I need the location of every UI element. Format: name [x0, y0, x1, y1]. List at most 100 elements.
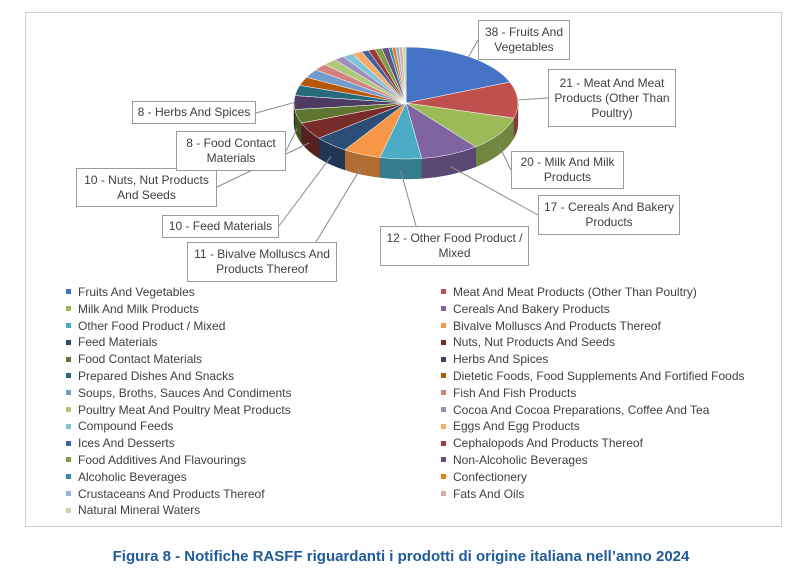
legend-label: Herbs And Spices	[453, 352, 549, 367]
legend-label: Confectionery	[453, 469, 528, 484]
legend-swatch	[66, 474, 71, 480]
legend-item-13: Fish And Fish Products	[441, 385, 576, 401]
legend-item-18: Ices And Desserts	[66, 435, 175, 451]
legend-label: Cephalopods And Products Thereof	[453, 436, 643, 451]
legend-item-9: Herbs And Spices	[441, 351, 548, 367]
legend-label: Alcoholic Beverages	[78, 469, 187, 484]
legend-item-12: Soups, Broths, Sauces And Condiments	[66, 385, 291, 401]
legend-swatch	[66, 356, 71, 362]
legend-label: Natural Mineral Waters	[78, 503, 201, 518]
legend-label: Other Food Product / Mixed	[78, 318, 226, 333]
legend-label: Non-Alcoholic Beverages	[453, 453, 588, 467]
leader-line-9	[255, 102, 295, 114]
legend-label: Bivalve Molluscs And Products Thereof	[453, 318, 661, 333]
figure-caption: Figura 8 - Notifiche RASFF riguardanti i…	[112, 548, 690, 565]
legend-label: Prepared Dishes And Snacks	[78, 369, 235, 383]
leader-line-6	[278, 156, 332, 227]
callout-fruits-vegetables: 38 - Fruits And Vegetables	[478, 20, 570, 60]
legend-swatch	[441, 322, 446, 328]
legend-swatch	[441, 390, 446, 396]
legend-label: Fats And Oils	[453, 486, 525, 501]
legend-item-10: Prepared Dishes And Snacks	[66, 368, 234, 384]
legend-item-21: Non-Alcoholic Beverages	[441, 452, 588, 468]
legend-label: Feed Materials	[78, 335, 158, 350]
legend-swatch	[66, 339, 71, 345]
legend-label: Nuts, Nut Products And Seeds	[453, 335, 616, 350]
legend-swatch	[441, 440, 446, 446]
legend-swatch	[66, 490, 71, 496]
legend-item-16: Compound Feeds	[66, 418, 173, 434]
legend-swatch	[441, 457, 446, 463]
legend-item-4: Other Food Product / Mixed	[66, 318, 225, 334]
callout-bivalve: 11 - Bivalve Molluscs And Products There…	[187, 242, 337, 282]
callout-cereals: 17 - Cereals And Bakery Products	[538, 195, 680, 235]
legend-swatch	[66, 440, 71, 446]
legend-item-3: Cereals And Bakery Products	[441, 301, 610, 317]
legend-swatch	[441, 423, 446, 429]
leader-line-5	[315, 166, 363, 243]
legend-swatch	[66, 423, 71, 429]
callout-food-contact: 8 - Food Contact Materials	[176, 131, 286, 171]
callout-nuts: 10 - Nuts, Nut Products And Seeds	[76, 168, 217, 207]
callout-milk: 20 - Milk And Milk Products	[511, 151, 624, 189]
pie-chart	[216, 39, 549, 243]
legend-swatch	[441, 289, 446, 295]
chart-frame: 38 - Fruits And Vegetables 21 - Meat And…	[25, 12, 782, 527]
legend-label: Cocoa And Cocoa Preparations, Coffee And…	[453, 402, 710, 417]
pie-slice-26	[402, 46, 407, 104]
legend-item-14: Poultry Meat And Poultry Meat Products	[66, 402, 291, 418]
legend-item-1: Meat And Meat Products (Other Than Poult…	[441, 284, 697, 300]
leader-line-4	[400, 170, 417, 227]
leader-line-3	[450, 166, 539, 216]
legend-label: Food Additives And Flavourings	[78, 453, 247, 467]
legend-swatch	[66, 390, 71, 396]
legend-label: Ices And Desserts	[78, 436, 175, 451]
leader-line-1	[517, 97, 549, 101]
legend-swatch	[441, 373, 446, 379]
legend-swatch	[66, 322, 71, 328]
legend-swatch	[66, 457, 71, 463]
leader-line-2	[498, 145, 512, 171]
legend-label: Meat And Meat Products (Other Than Poult…	[453, 285, 697, 299]
legend-swatch	[66, 306, 71, 312]
callout-herbs: 8 - Herbs And Spices	[132, 101, 256, 124]
legend-swatch	[441, 490, 446, 496]
legend-item-19: Cephalopods And Products Thereof	[441, 435, 643, 451]
legend-swatch	[441, 339, 446, 345]
legend-label: Food Contact Materials	[78, 352, 203, 367]
legend-label: Fruits And Vegetables	[78, 285, 195, 299]
legend-item-24: Crustaceans And Products Thereof	[66, 486, 265, 502]
pie-slice-1	[405, 81, 519, 119]
legend-label: Poultry Meat And Poultry Meat Products	[78, 402, 291, 417]
legend-swatch	[66, 289, 71, 295]
leader-line-8	[285, 128, 298, 152]
legend-item-0: Fruits And Vegetables	[66, 284, 195, 300]
legend-item-8: Food Contact Materials	[66, 351, 202, 367]
legend-item-17: Eggs And Egg Products	[441, 418, 580, 434]
pie-slice-side-4	[379, 157, 422, 180]
legend-item-26: Natural Mineral Waters	[66, 502, 200, 518]
callout-other-food: 12 - Other Food Product / Mixed	[380, 226, 529, 266]
legend-item-23: Confectionery	[441, 469, 527, 485]
legend-item-7: Nuts, Nut Products And Seeds	[441, 334, 615, 350]
legend-label: Cereals And Bakery Products	[453, 301, 610, 316]
legend-item-5: Bivalve Molluscs And Products Thereof	[441, 318, 661, 334]
legend-label: Crustaceans And Products Thereof	[78, 486, 265, 501]
legend-swatch	[66, 373, 71, 379]
legend-label: Milk And Milk Products	[78, 301, 199, 316]
pie-slice-0	[405, 46, 511, 104]
legend-item-15: Cocoa And Cocoa Preparations, Coffee And…	[441, 402, 709, 418]
legend-item-22: Alcoholic Beverages	[66, 469, 187, 485]
legend-label: Dietetic Foods, Food Supplements And For…	[453, 369, 745, 383]
legend-swatch	[441, 474, 446, 480]
legend-item-20: Food Additives And Flavourings	[66, 452, 246, 468]
legend-item-2: Milk And Milk Products	[66, 301, 199, 317]
legend-label: Soups, Broths, Sauces And Condiments	[78, 385, 292, 400]
legend-label: Compound Feeds	[78, 419, 174, 434]
legend-item-25: Fats And Oils	[441, 486, 524, 502]
legend-swatch	[441, 356, 446, 362]
legend-item-11: Dietetic Foods, Food Supplements And For…	[441, 368, 745, 384]
legend-swatch	[66, 406, 71, 412]
legend-swatch	[441, 306, 446, 312]
legend-swatch	[66, 507, 71, 513]
